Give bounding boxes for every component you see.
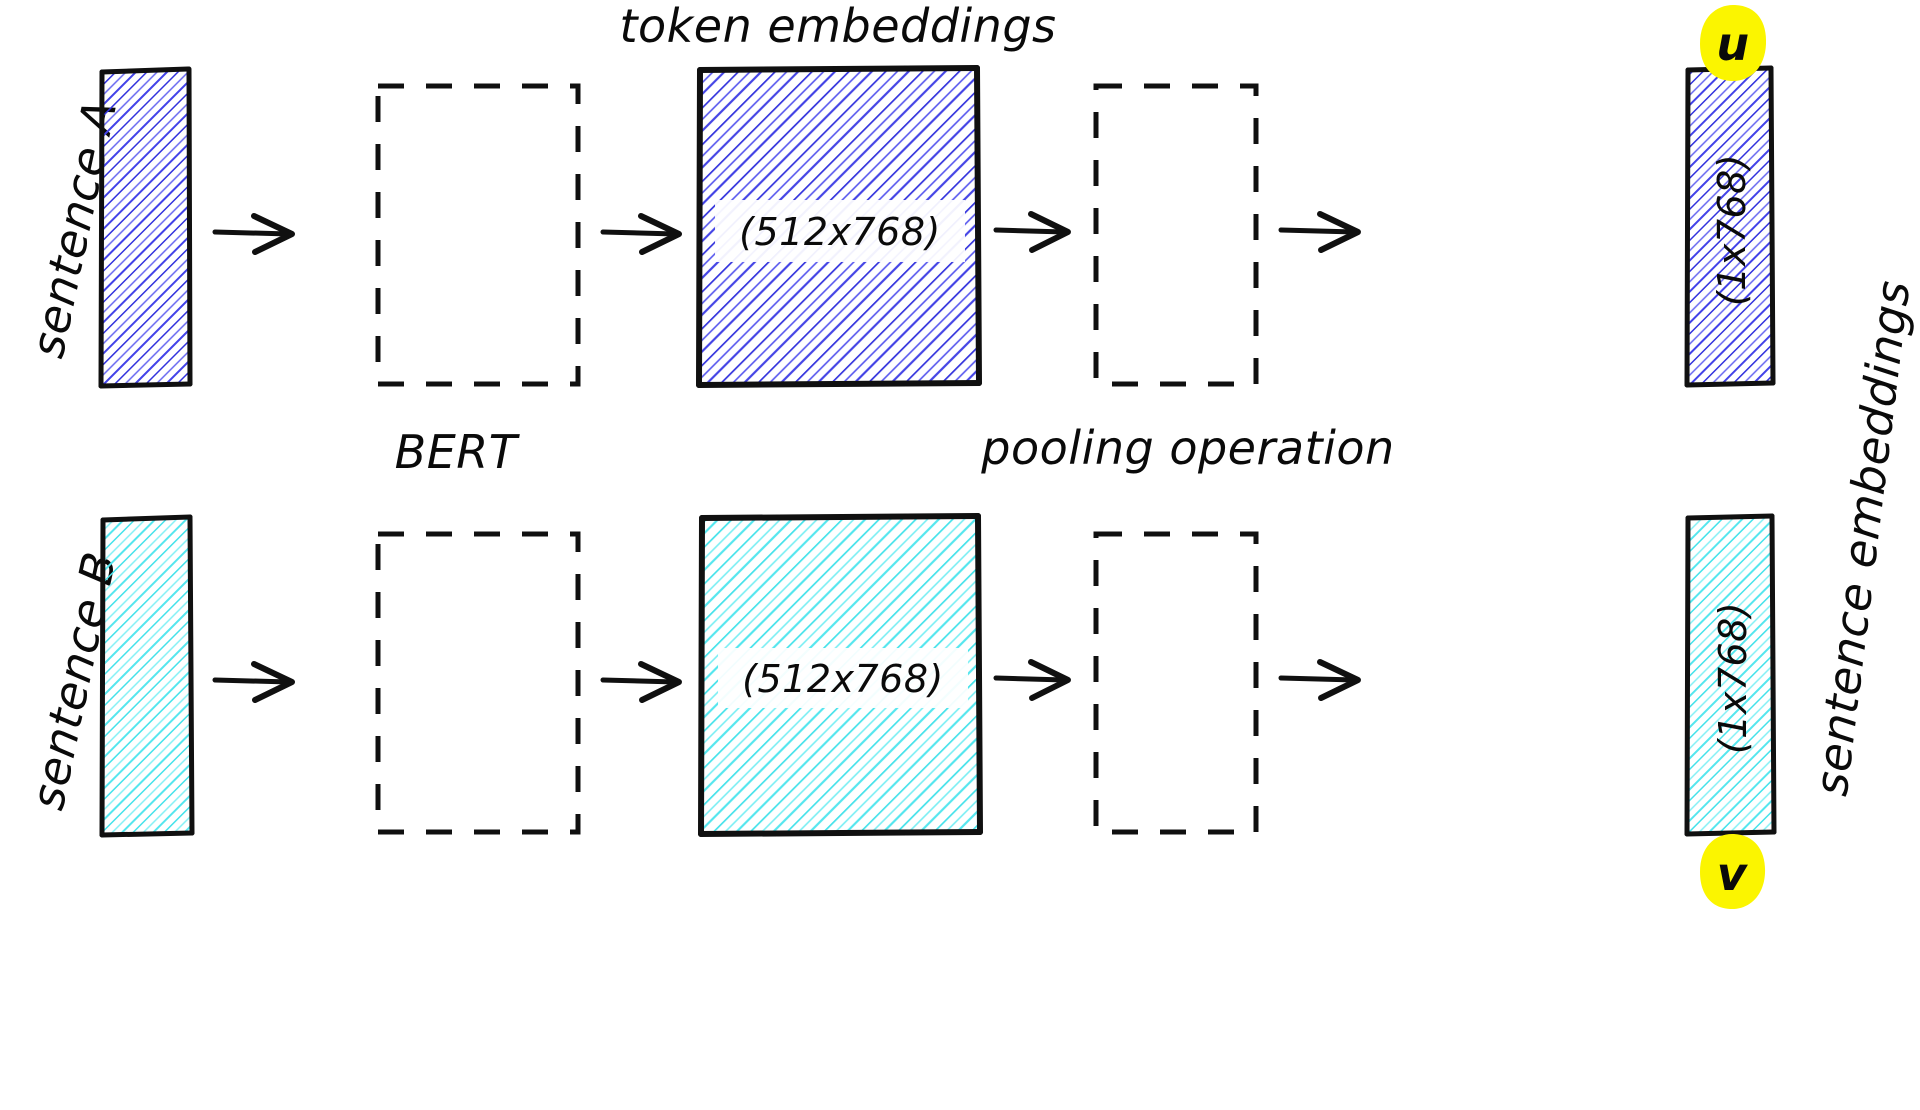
row-a-sentence-embedding-bar: (1x768) — [1684, 65, 1776, 388]
sentence-embeddings-label: sentence embeddings — [1804, 277, 1920, 798]
row-a-bert-box — [375, 83, 581, 387]
pooling-operation-label-text: pooling operation — [980, 421, 1394, 475]
row-b-sentence-embedding-bar: (1x768) — [1684, 513, 1777, 837]
row-b-token-embeddings-box: (512x768) — [698, 513, 983, 837]
pooling-operation-label: pooling operation — [980, 421, 1394, 475]
row-b-input-bar — [99, 514, 195, 838]
token-embeddings-label: token embeddings — [619, 0, 1056, 53]
row-a-arrow-1 — [212, 213, 295, 255]
row-a-arrow-4 — [1278, 211, 1361, 253]
row-a-arrow-2 — [600, 213, 682, 255]
row-b-arrow-4 — [1278, 659, 1361, 701]
badge-u: u — [1700, 4, 1767, 82]
row-b-token-embeddings-dim: (512x768) — [742, 657, 944, 701]
badge-u-text: u — [1716, 17, 1749, 71]
row-a-sentence-embedding-dim: (1x768) — [1710, 154, 1754, 306]
badge-v-text: v — [1717, 847, 1749, 901]
token-embeddings-label-text: token embeddings — [619, 0, 1056, 53]
row-b-bert-box — [375, 531, 581, 835]
badge-v: v — [1700, 833, 1766, 910]
row-b-pooling-box — [1093, 531, 1259, 835]
row-b-arrow-2 — [600, 661, 682, 703]
row-a-input-bar — [98, 66, 193, 389]
bert-label: BERT — [395, 425, 521, 479]
row-b-arrow-3 — [993, 659, 1071, 701]
row-b-sentence-embedding-dim: (1x768) — [1711, 602, 1755, 754]
row-a-token-embeddings-dim: (512x768) — [739, 210, 941, 254]
row-a-token-embeddings-box: (512x768) — [696, 65, 982, 388]
row-b-arrow-1 — [212, 661, 295, 703]
row-a-pooling-box — [1093, 83, 1259, 387]
bert-label-text: BERT — [395, 425, 521, 479]
sentence-embeddings-label-text: sentence embeddings — [1804, 277, 1920, 798]
row-a-arrow-3 — [993, 211, 1071, 253]
